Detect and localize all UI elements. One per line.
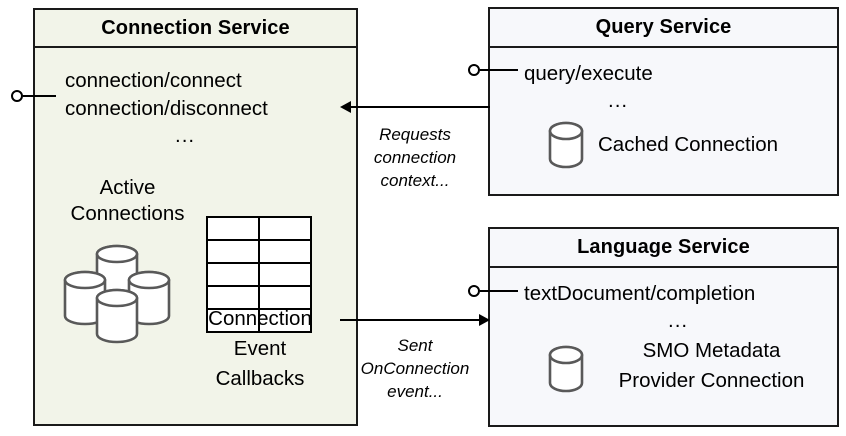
store-label-callbacks: Callbacks [215, 367, 305, 390]
caption-line: Requests [379, 125, 451, 144]
database-icon [546, 343, 586, 400]
component-body-query-service: query/execute ... Cached Connection [490, 48, 837, 194]
table-cell [206, 216, 260, 241]
operation-connection-disconnect: connection/disconnect [65, 97, 268, 120]
interface-ball-icon [468, 285, 480, 297]
table-cell [258, 308, 312, 333]
operation-connection-connect: connection/connect [65, 69, 242, 92]
table-cell [206, 285, 260, 310]
operation-textdocument-completion: textDocument/completion [524, 282, 756, 305]
store-label-connections: Connections [70, 202, 185, 225]
provided-interface-lollipop-connection-service[interactable] [11, 88, 56, 106]
caption-line: OnConnection [360, 359, 470, 378]
table-row [206, 216, 312, 241]
table-row [206, 308, 312, 333]
store-label-cached-connection: Cached Connection [598, 133, 779, 156]
store-label-active: Active [99, 176, 156, 199]
component-language-service[interactable]: Language Service textDocument/completion… [488, 227, 839, 427]
arrow-connection-to-language [340, 313, 490, 327]
component-body-connection-service: connection/connect connection/disconnect… [35, 48, 356, 424]
table-cell [258, 285, 312, 310]
arrow-caption-requests-connection-context: Requests connection context... [355, 123, 475, 192]
store-label-event: Event [233, 337, 287, 360]
database-cluster-icon [57, 236, 187, 356]
caption-line: context... [380, 171, 450, 190]
table-grid-icon [206, 216, 312, 333]
caption-line: connection [373, 148, 457, 167]
arrow-shaft [349, 106, 490, 108]
component-title-language-service: Language Service [490, 229, 837, 268]
operations-ellipsis-query-service: ... [608, 89, 629, 112]
arrowhead-left-icon [340, 101, 351, 113]
component-title-query-service: Query Service [490, 9, 837, 48]
table-cell [258, 239, 312, 264]
table-cell [206, 262, 260, 287]
store-label-connection: Connection [208, 307, 312, 330]
operations-ellipsis-language-service: ... [668, 309, 689, 332]
table-row [206, 239, 312, 264]
store-label-smo-metadata: SMO Metadata [642, 339, 781, 362]
operations-ellipsis-connection-service: ... [175, 124, 196, 147]
component-body-language-service: textDocument/completion ... SMO Metadata… [490, 268, 837, 425]
arrowhead-right-icon [479, 314, 490, 326]
interface-stem [23, 95, 56, 97]
component-connection-service[interactable]: Connection Service connection/connect co… [33, 8, 358, 426]
database-icon [546, 119, 586, 176]
component-title-connection-service: Connection Service [35, 10, 356, 48]
table-cell [206, 239, 260, 264]
interface-stem [480, 290, 518, 292]
store-label-provider-connection: Provider Connection [618, 369, 805, 392]
table-cell [258, 262, 312, 287]
table-row [206, 262, 312, 287]
provided-interface-lollipop-language-service[interactable] [468, 283, 518, 301]
operation-query-execute: query/execute [524, 62, 653, 85]
interface-ball-icon [468, 64, 480, 76]
caption-line: Sent [397, 336, 433, 355]
table-body [206, 216, 312, 333]
caption-line: event... [387, 382, 443, 401]
table-row [206, 285, 312, 310]
table-cell [206, 308, 260, 333]
component-query-service[interactable]: Query Service query/execute ... Cached C… [488, 7, 839, 196]
provided-interface-lollipop-query-service[interactable] [468, 62, 518, 80]
arrow-shaft [340, 319, 481, 321]
arrow-query-to-connection [340, 100, 490, 114]
interface-ball-icon [11, 90, 23, 102]
table-cell [258, 216, 312, 241]
interface-stem [480, 69, 518, 71]
arrow-caption-sent-onconnection-event: Sent OnConnection event... [355, 334, 475, 403]
